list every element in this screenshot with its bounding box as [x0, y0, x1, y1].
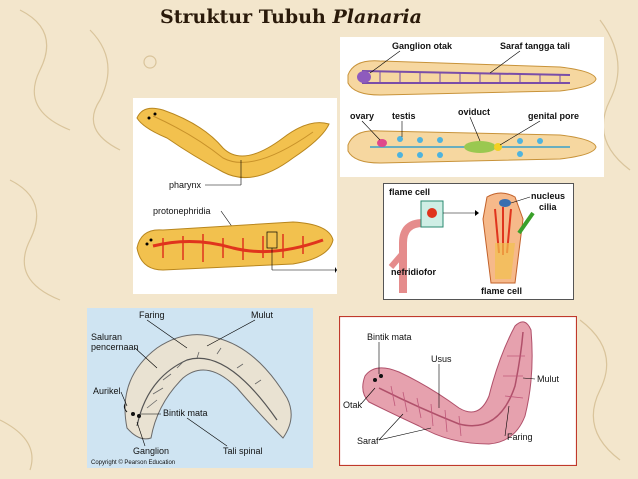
label-aurikel: Aurikel — [93, 386, 121, 396]
label-nefridiofor: nefridiofor — [391, 267, 436, 277]
label-ovary: ovary — [350, 111, 374, 121]
planaria-anatomy-diagram — [362, 321, 533, 445]
label-usus: Usus — [431, 354, 452, 364]
flame-cell-panel: flame cell nefridiofor nucleus cilia fla… — [383, 183, 574, 300]
label-oviduct: oviduct — [458, 107, 490, 117]
label-protonephridia: protonephridia — [153, 206, 211, 216]
label-testis: testis — [392, 111, 416, 121]
planaria-reproductive-diagram — [347, 130, 597, 164]
label-flame-cell-bottom: flame cell — [481, 286, 522, 296]
planaria-twisted-diagram — [136, 107, 330, 179]
label-mulut-bl: Mulut — [251, 310, 274, 320]
anatomy-panel: Bintik mata Usus Mulut Otak Saraf Faring — [339, 316, 577, 466]
digestive-panel: Faring Mulut Saluran pencernaan Aurikel … — [87, 308, 313, 468]
page-title: Struktur Tubuh Planaria — [160, 6, 422, 28]
label-saluran-1: Saluran — [91, 332, 122, 342]
title-main: Struktur Tubuh — [160, 6, 326, 28]
label-saluran-2: pencernaan — [91, 342, 139, 352]
label-bintik-mata-br: Bintik mata — [367, 332, 412, 342]
label-nucleus: nucleus — [531, 191, 565, 201]
planaria-protonephridia-diagram — [136, 221, 334, 271]
label-genital-pore: genital pore — [528, 111, 579, 121]
label-copyright: Copyright © Pearson Education — [91, 459, 175, 466]
label-tali-spinal: Tali spinal — [223, 446, 263, 456]
title-italic: Planaria — [332, 6, 422, 28]
label-pharynx: pharynx — [169, 180, 202, 190]
label-otak: Otak — [343, 400, 363, 410]
planaria-digestive-diagram — [123, 334, 292, 440]
label-cilia: cilia — [539, 202, 558, 212]
flame-cell-large-diagram — [482, 192, 524, 284]
label-saraf: Saraf — [357, 436, 379, 446]
excretory-panel: pharynx protonephridia — [133, 98, 337, 294]
nervous-reproductive-panel: Ganglion otak Saraf tangga tali ovary te… — [340, 37, 604, 177]
label-faring-br: Faring — [507, 432, 533, 442]
label-bintik-mata-bl: Bintik mata — [163, 408, 208, 418]
label-mulut-br: Mulut — [537, 374, 560, 384]
label-faring-bl: Faring — [139, 310, 165, 320]
flame-cell-small-diagram — [388, 200, 444, 293]
label-saraf-tangga-tali: Saraf tangga tali — [500, 41, 570, 51]
label-ganglion-otak: Ganglion otak — [392, 41, 453, 51]
label-flame-cell-top: flame cell — [389, 187, 430, 197]
label-ganglion: Ganglion — [133, 446, 169, 456]
planaria-nervous-diagram — [347, 60, 597, 96]
